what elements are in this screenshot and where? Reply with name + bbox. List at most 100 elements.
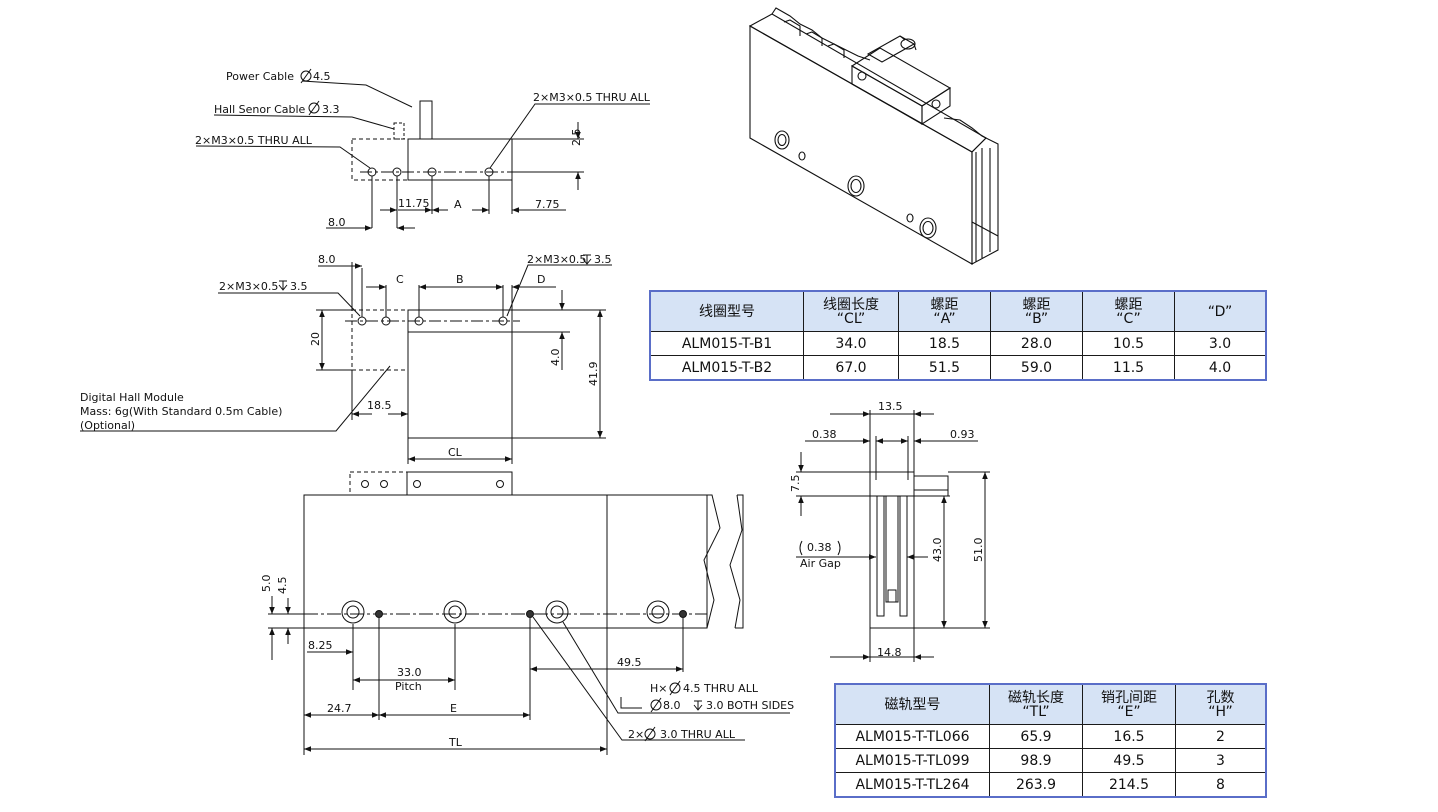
dim-24-7: 24.7	[327, 702, 352, 715]
coil-header-c: 螺距“C”	[1082, 291, 1175, 332]
hole-note-depth: 3.0 BOTH SIDES	[706, 699, 794, 712]
pitch-label: Pitch	[395, 680, 422, 693]
tap-left-depth: 3.5	[290, 280, 308, 293]
header-text: 磁轨型号	[884, 696, 941, 713]
hall-module-optional: (Optional)	[80, 419, 135, 432]
dim-13-5: 13.5	[878, 400, 903, 413]
isometric-view	[748, 7, 999, 265]
header-text: “E”	[1117, 703, 1141, 720]
table-row: ALM015-T-B2 67.0 51.5 59.0 11.5 4.0	[650, 355, 1266, 380]
dim-4-5: 4.5	[276, 577, 289, 595]
magnet-header-h: 孔数“H”	[1175, 684, 1266, 725]
dim-8-0-mid: 8.0	[318, 253, 336, 266]
table-row: ALM015-T-B1 34.0 18.5 28.0 10.5 3.0	[650, 331, 1266, 356]
dim-8-25: 8.25	[308, 639, 333, 652]
header-text: “TL”	[1022, 703, 1050, 720]
dim-0-93: 0.93	[950, 428, 975, 441]
rail-view	[268, 471, 790, 755]
header-text: “A”	[933, 310, 956, 327]
dim-0-38-gap: 0.38	[807, 541, 832, 554]
dim-43-0: 43.0	[931, 538, 944, 563]
side-view	[796, 410, 990, 662]
dim-8-0-top: 8.0	[328, 216, 346, 229]
table-row: ALM015-T-TL099 98.9 49.5 3	[835, 748, 1266, 773]
table-cell: 28.0	[990, 331, 1083, 356]
table-cell: 3.0	[1174, 331, 1266, 356]
table-cell: 98.9	[989, 748, 1083, 773]
coil-header-d: “D”	[1174, 291, 1266, 332]
dim-7-75: 7.75	[535, 198, 560, 211]
dim-D: D	[537, 273, 545, 286]
magnet-table-header: 磁轨型号 磁轨长度“TL” 销孔间距“E” 孔数“H”	[835, 684, 1266, 725]
header-text: 销孔间距	[1101, 689, 1157, 706]
dim-7-5: 7.5	[789, 475, 802, 493]
dim-20: 20	[309, 332, 322, 346]
magnet-header-e: 销孔间距“E”	[1082, 684, 1176, 725]
header-text: 磁轨长度	[1008, 689, 1064, 706]
hall-cable-label: Hall Senor Cable	[214, 103, 306, 116]
table-cell: 16.5	[1082, 724, 1176, 749]
table-cell: 3	[1175, 748, 1266, 773]
hole-note-thru: 4.5 THRU ALL	[683, 682, 759, 695]
power-cable-dia: 4.5	[313, 70, 331, 83]
table-cell: ALM015-T-TL099	[835, 748, 990, 773]
dim-18-5: 18.5	[367, 399, 392, 412]
hole-note-cbore: 8.0	[663, 699, 681, 712]
dim-C: C	[396, 273, 404, 286]
header-text: 线圈型号	[699, 303, 755, 320]
table-cell: 18.5	[898, 331, 991, 356]
pin-note-thru: 3.0 THRU ALL	[660, 728, 736, 741]
table-cell: 11.5	[1082, 355, 1175, 380]
header-text: 螺距	[1022, 296, 1051, 313]
header-text: “B”	[1024, 310, 1049, 327]
header-text: 螺距	[930, 296, 959, 313]
dim-51-0: 51.0	[972, 538, 985, 563]
table-cell: 10.5	[1082, 331, 1175, 356]
table-cell: 2	[1175, 724, 1266, 749]
magnet-track-table: 磁轨型号 磁轨长度“TL” 销孔间距“E” 孔数“H” ALM015-T-TL0…	[834, 683, 1267, 798]
header-text: “C”	[1116, 310, 1141, 327]
table-cell: 263.9	[989, 772, 1083, 797]
thru-all-right: 2×M3×0.5 THRU ALL	[533, 91, 651, 104]
dim-TL: TL	[448, 736, 463, 749]
header-text: “D”	[1207, 303, 1233, 320]
dim-5-0: 5.0	[260, 575, 273, 593]
table-cell: 49.5	[1082, 748, 1176, 773]
tap-left: 2×M3×0.5	[219, 280, 278, 293]
top-view	[195, 80, 650, 231]
table-cell: ALM015-T-B1	[650, 331, 804, 356]
table-cell: 4.0	[1174, 355, 1266, 380]
dim-B: B	[456, 273, 464, 286]
dim-41-9: 41.9	[587, 362, 600, 387]
table-row: ALM015-T-TL264 263.9 214.5 8	[835, 772, 1266, 797]
table-cell: ALM015-T-TL066	[835, 724, 990, 749]
dim-0-38-top: 0.38	[812, 428, 837, 441]
dim-CL: CL	[448, 446, 463, 459]
table-cell: 67.0	[803, 355, 899, 380]
hole-note-count: H×	[650, 682, 668, 695]
header-text: 孔数	[1206, 689, 1235, 706]
thru-all-left: 2×M3×0.5 THRU ALL	[195, 134, 313, 147]
coil-table-header: 线圈型号 线圈长度“CL” 螺距“A” 螺距“B” 螺距“C” “D”	[650, 291, 1266, 332]
magnet-header-model: 磁轨型号	[835, 684, 990, 725]
table-cell: 51.5	[898, 355, 991, 380]
magnet-header-tl: 磁轨长度“TL”	[989, 684, 1083, 725]
table-cell: 34.0	[803, 331, 899, 356]
pin-note-count: 2×	[628, 728, 644, 741]
header-text: 螺距	[1114, 296, 1143, 313]
power-cable-label: Power Cable	[226, 70, 294, 83]
dim-14-8: 14.8	[877, 646, 902, 659]
header-text: 线圈长度	[823, 296, 879, 313]
table-cell: ALM015-T-B2	[650, 355, 804, 380]
coil-header-cl: 线圈长度“CL”	[803, 291, 899, 332]
header-text: “CL”	[836, 310, 866, 327]
dim-2-5: 2.5	[570, 129, 583, 147]
coil-spec-table: 线圈型号 线圈长度“CL” 螺距“A” 螺距“B” 螺距“C” “D” ALM0…	[649, 290, 1267, 381]
table-cell: ALM015-T-TL264	[835, 772, 990, 797]
dim-33-0: 33.0	[397, 666, 422, 679]
tap-right: 2×M3×0.5	[527, 253, 586, 266]
table-cell: 8	[1175, 772, 1266, 797]
dim-E: E	[450, 702, 457, 715]
tap-right-depth: 3.5	[594, 253, 612, 266]
